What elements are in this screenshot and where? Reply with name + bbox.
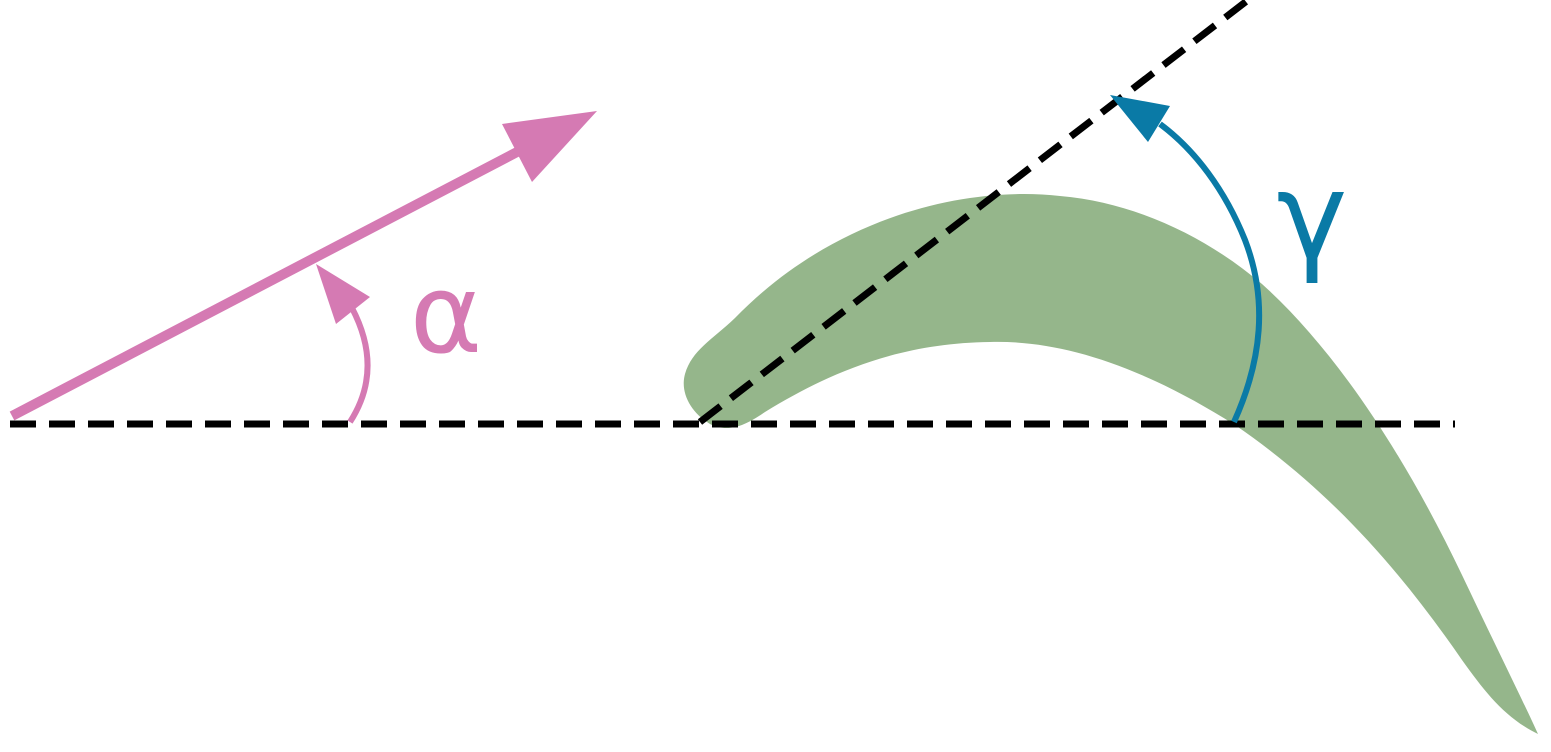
alpha-label: α — [410, 250, 483, 378]
flow-vector-arrowhead — [502, 111, 597, 182]
alpha-angle-arc — [347, 306, 371, 424]
gamma-angle-arc — [1158, 121, 1263, 424]
flow-vector-shaft — [9, 135, 543, 421]
gamma-arc-arrowhead — [1110, 95, 1170, 142]
airfoil-blade — [683, 194, 1538, 734]
gamma-label: γ — [1276, 148, 1347, 287]
alpha-arc-arrowhead — [316, 264, 370, 324]
